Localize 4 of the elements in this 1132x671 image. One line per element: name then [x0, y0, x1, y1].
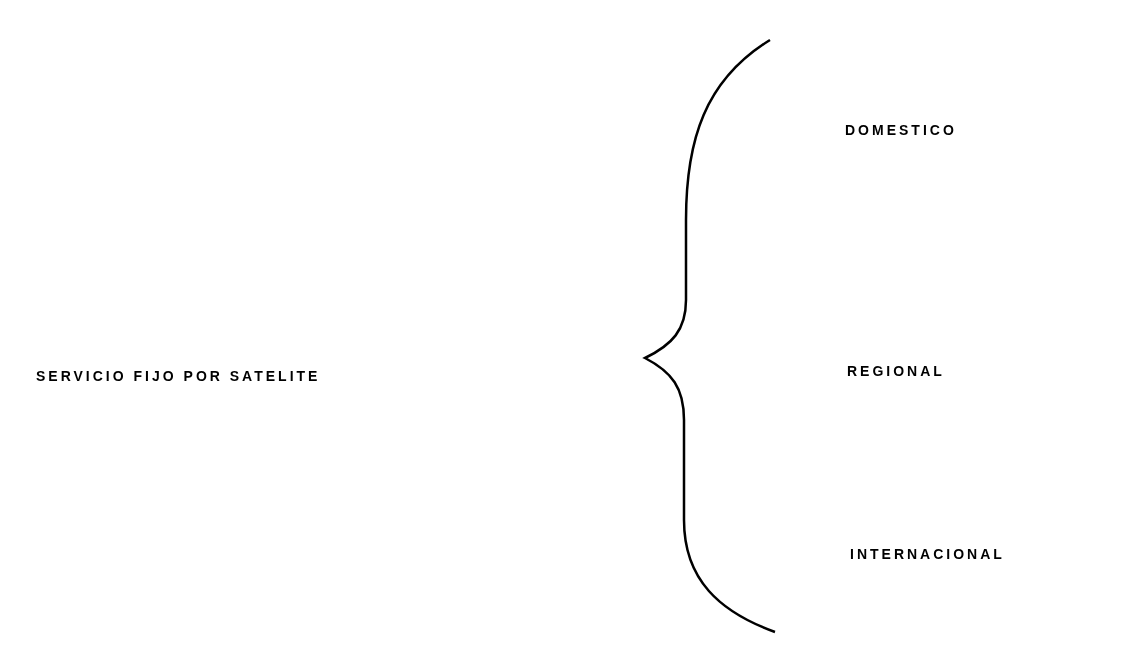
category-label: SERVICIO FIJO POR SATELITE: [36, 368, 321, 384]
category-label: DOMESTICO: [845, 122, 957, 138]
category-label: REGIONAL: [847, 363, 945, 379]
category-label: INTERNACIONAL: [850, 546, 1005, 562]
